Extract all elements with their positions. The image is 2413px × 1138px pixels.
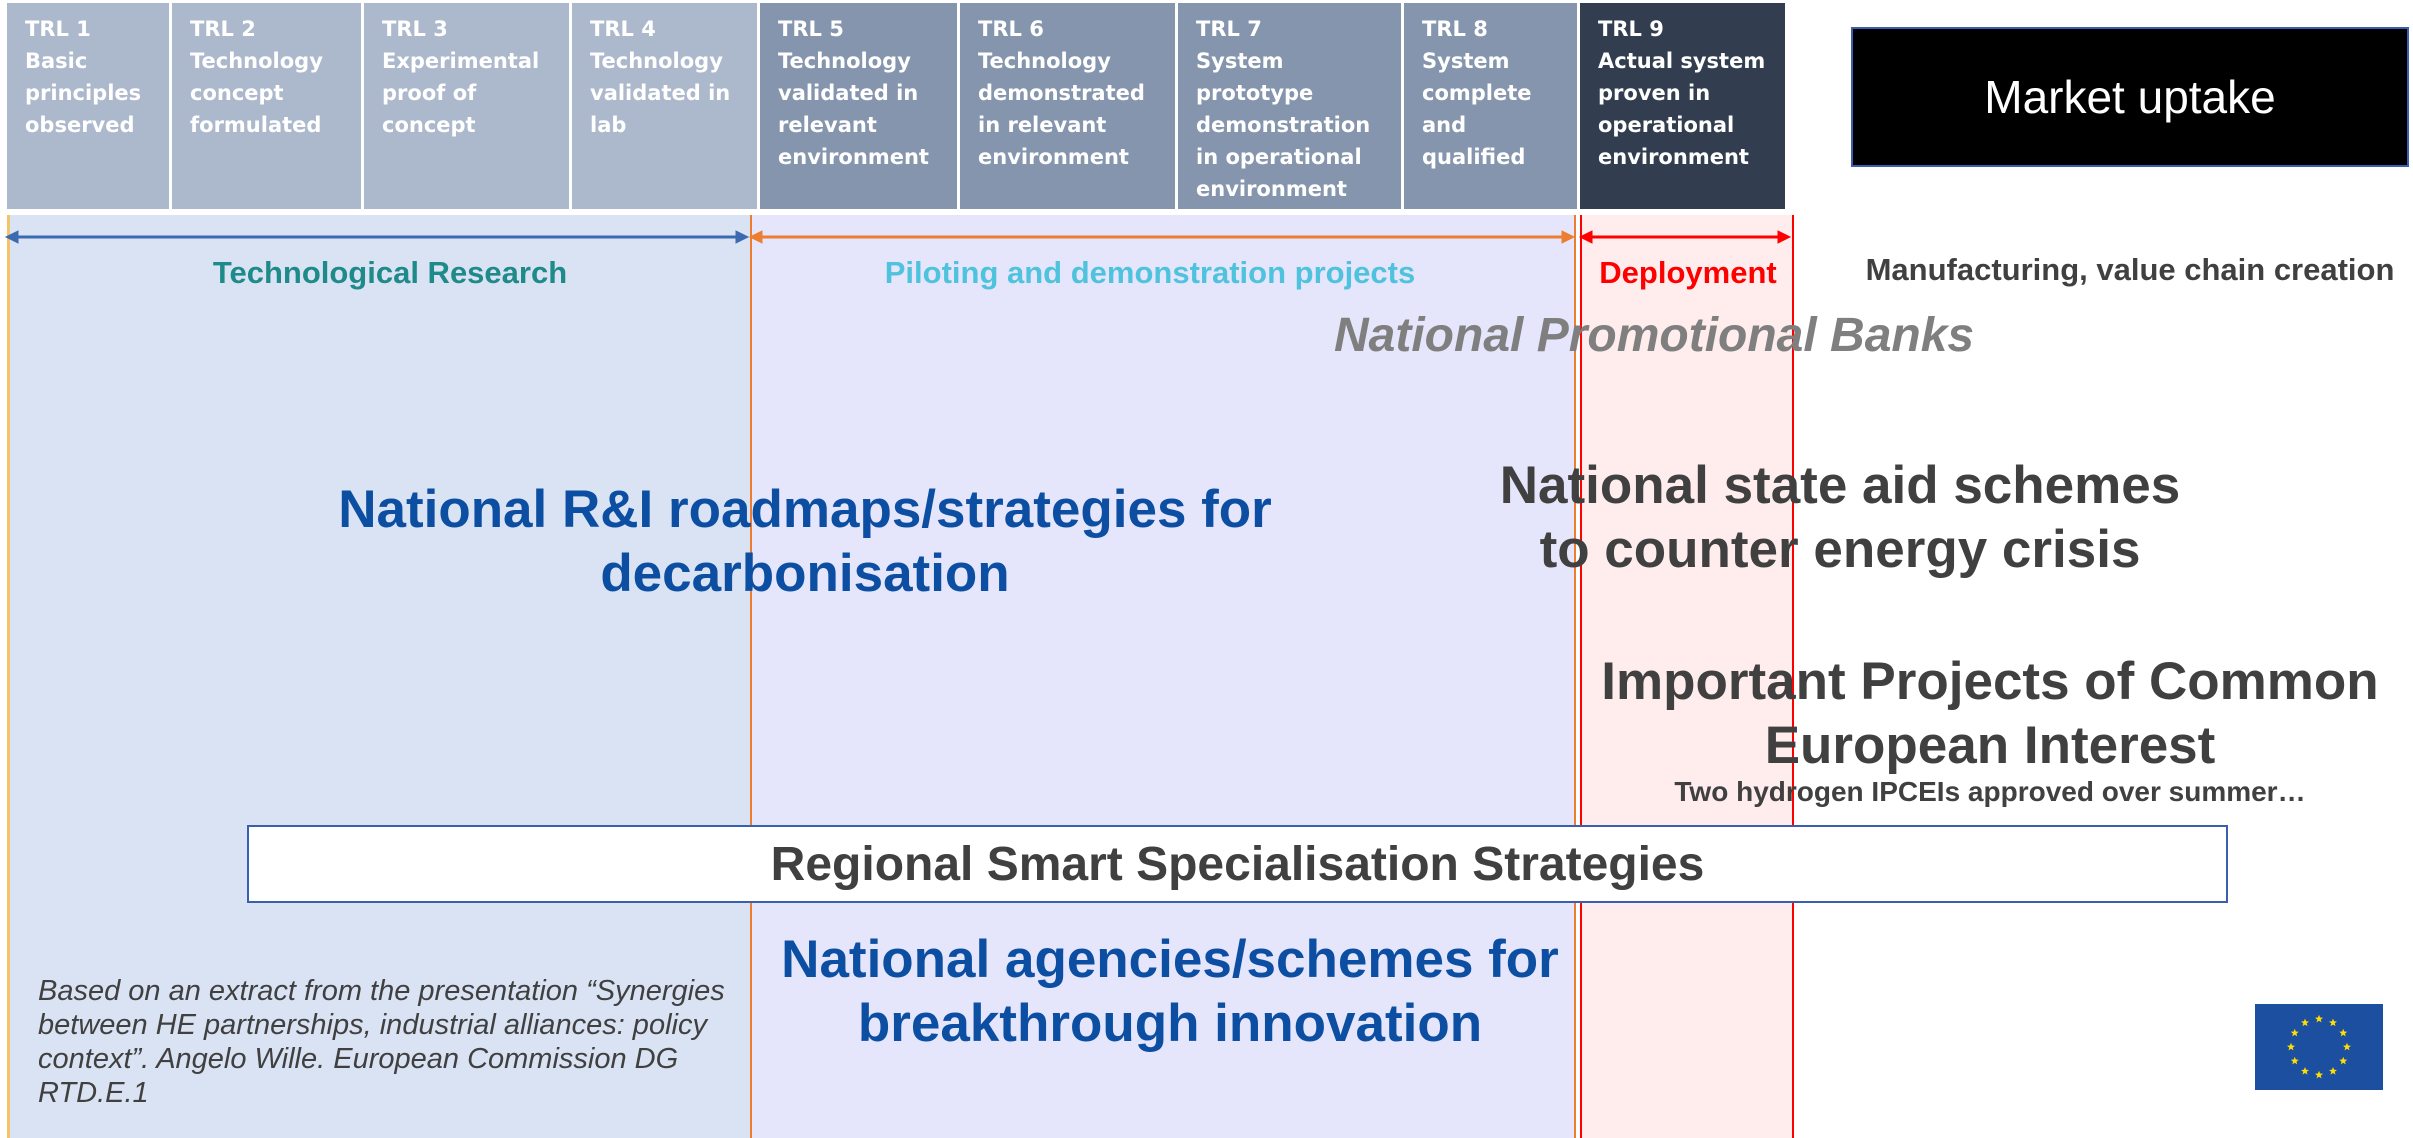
pilot-label: Piloting and demonstration projects [884, 255, 1416, 290]
phase-arrows [4, 230, 1792, 244]
trl-cell: TRL 7 System prototype demonstration in o… [1178, 3, 1404, 209]
trl-cell: TRL 2 Technology concept formulated [172, 3, 364, 209]
trl-description: Technology validated in lab [590, 49, 731, 137]
trl-id: TRL 6 [978, 17, 1044, 41]
eu-star [2329, 1018, 2337, 1027]
trl-cell: TRL 6 Technology demonstrated in relevant… [960, 3, 1178, 209]
state-aid-label: National state aid schemes to counter en… [1499, 456, 2181, 579]
trl-id: TRL 3 [382, 17, 448, 41]
eu-star [2301, 1018, 2309, 1027]
deployment-label: Deployment [1599, 255, 1777, 290]
trl-cell: TRL 4 Technology validated in lab [572, 3, 760, 209]
trl-description: System complete and qualified [1422, 49, 1532, 169]
pilot-arrow [748, 230, 1576, 244]
national-promotional-banks: National Promotional Banks [1334, 309, 1975, 362]
trl-cell: TRL 8 System complete and qualified [1404, 3, 1580, 209]
trl-description: Technology validated in relevant environ… [778, 49, 929, 169]
trl-description: Basic principles observed [25, 49, 142, 137]
market-uptake-box: Market uptake [1851, 27, 2409, 167]
trl-id: TRL 1 [25, 17, 91, 41]
trl-cell: TRL 1 Basic principles observed [7, 3, 172, 209]
research-label: Technological Research [212, 255, 568, 290]
trl-id: TRL 4 [590, 17, 656, 41]
trl-description: Actual system proven in operational envi… [1598, 49, 1766, 169]
ipcei-note: Two hydrogen IPCEIs approved over summer… [1674, 776, 2306, 807]
eu-star [2343, 1042, 2351, 1051]
trl-description: Experimental proof of concept [382, 49, 540, 137]
source-footnote: Based on an extract from the presentatio… [38, 975, 725, 1109]
pilot-zone [750, 215, 1576, 1138]
trl-id: TRL 8 [1422, 17, 1488, 41]
eu-star [2315, 1070, 2323, 1079]
national-agencies-label: National agencies/schemes for breakthrou… [781, 930, 1559, 1053]
trl-cell: TRL 9 Actual system proven in operational… [1580, 3, 1788, 209]
trl-description: Technology demonstrated in relevant envi… [978, 49, 1145, 169]
trl-description: Technology concept formulated [190, 49, 323, 137]
trl-id: TRL 5 [778, 17, 844, 41]
trl-id: TRL 9 [1598, 17, 1664, 41]
deployment-zone [1580, 215, 1794, 1138]
eu-star [2329, 1067, 2337, 1075]
research-arrow [4, 230, 750, 244]
deployment-arrow [1578, 230, 1792, 244]
smart-specialisation-box: Regional Smart Specialisation Strategies [247, 825, 2228, 903]
trl-cell: TRL 5 Technology validated in relevant en… [760, 3, 960, 209]
eu-star [2301, 1067, 2309, 1075]
trl-cell: TRL 3 Experimental proof of concept [364, 3, 572, 209]
eu-star [2315, 1014, 2323, 1023]
eu-flag-icon [2255, 1004, 2383, 1090]
trl-id: TRL 2 [190, 17, 256, 41]
rni-roadmaps-label: National R&I roadmaps/strategies for dec… [338, 480, 1272, 603]
research-zone [7, 215, 753, 1138]
trl-id: TRL 7 [1196, 17, 1262, 41]
eu-star [2287, 1042, 2295, 1051]
ipcei-label: Important Projects of Common European In… [1601, 652, 2379, 775]
market-sublabel: Manufacturing, value chain creation [1865, 252, 2395, 287]
trl-description: System prototype demonstration in operat… [1196, 49, 1371, 201]
